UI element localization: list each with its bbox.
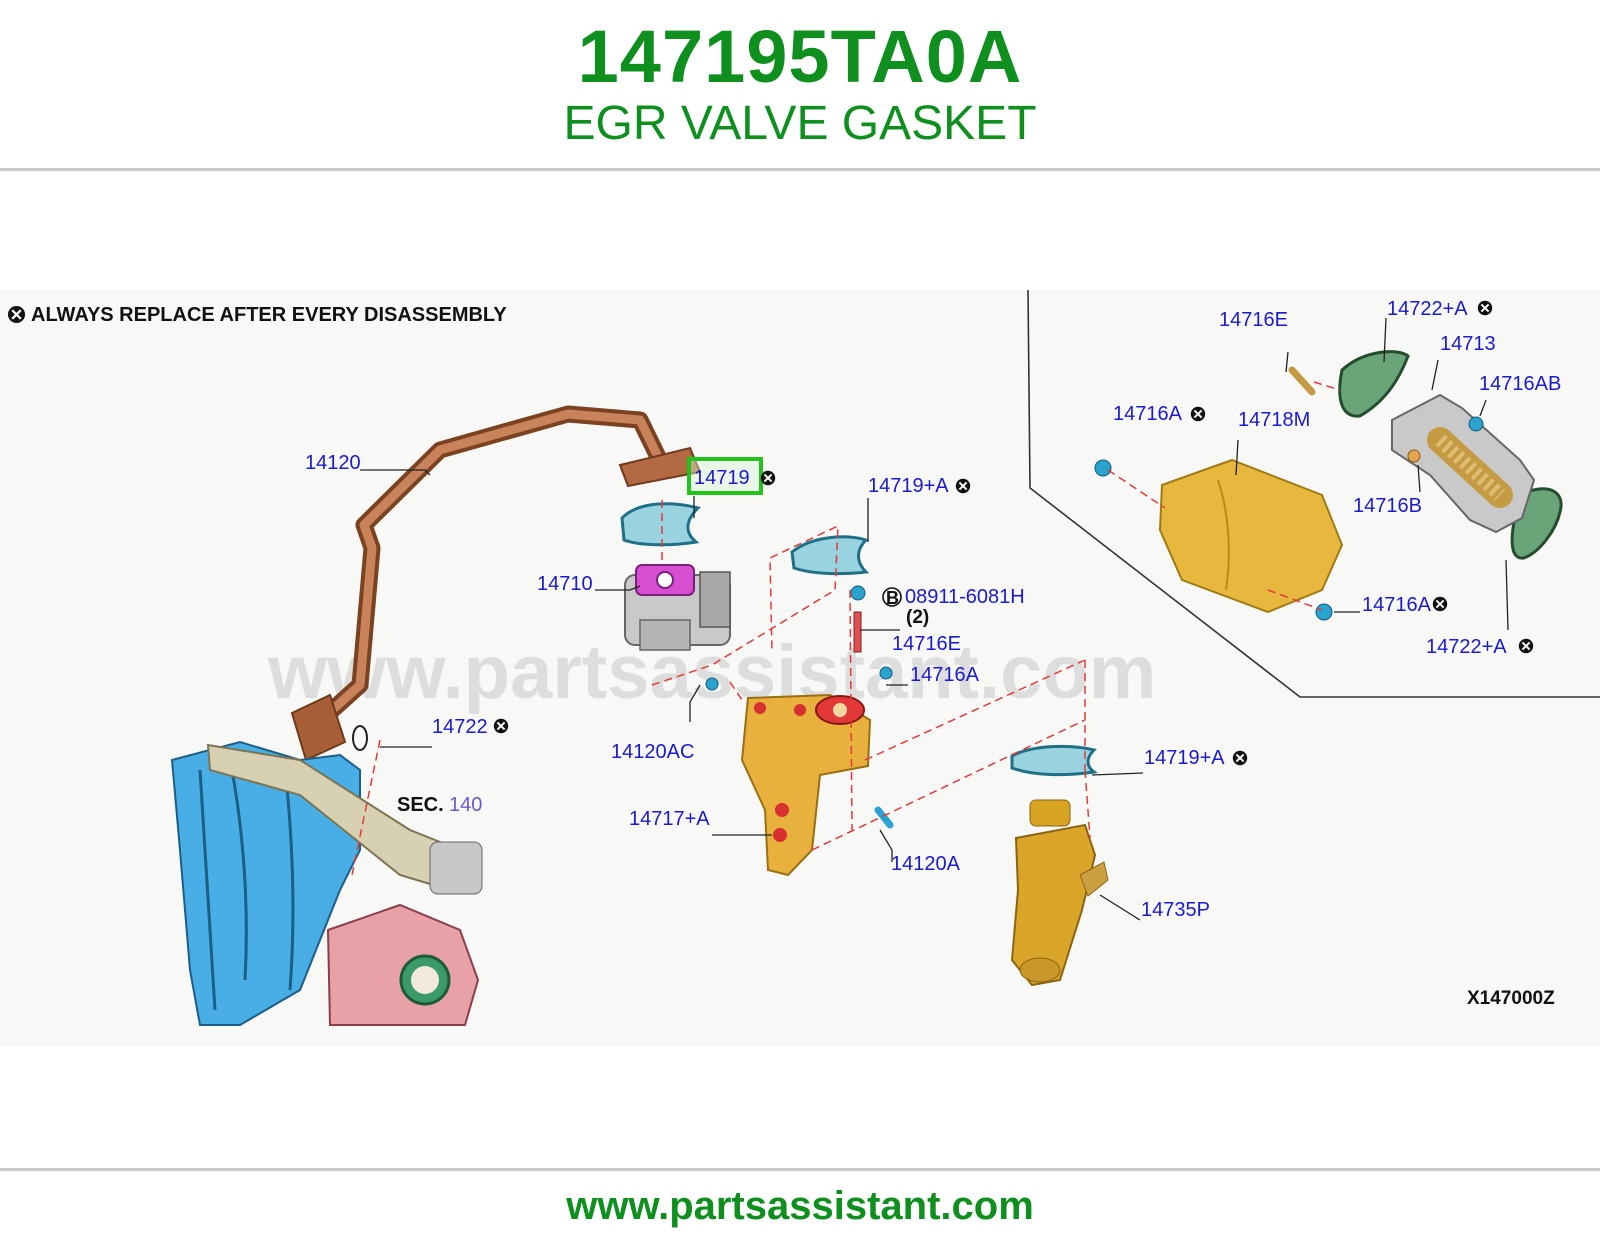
bolt-14120a bbox=[874, 806, 894, 829]
bolt-14120ac bbox=[705, 677, 719, 691]
bolt-symbol-circle bbox=[882, 587, 902, 607]
label-14722a-low[interactable]: 14722+A bbox=[1426, 636, 1507, 658]
label-14716e-mid[interactable]: 14716E bbox=[892, 633, 961, 655]
replace-icon-14716a-right bbox=[1190, 406, 1206, 422]
page-header: 147195TA0A EGR VALVE GASKET bbox=[0, 0, 1600, 170]
label-14722a-top[interactable]: 14722+A bbox=[1387, 298, 1468, 320]
section-number-link[interactable]: 140 bbox=[449, 794, 482, 816]
replace-symbol-icon bbox=[7, 305, 26, 324]
label-08911-6081h[interactable]: 08911-6081H bbox=[905, 586, 1025, 608]
diagram-canvas: ALWAYS REPLACE AFTER EVERY DISASSEMBLY w… bbox=[0, 289, 1600, 1046]
part-number-title: 147195TA0A bbox=[577, 15, 1023, 98]
egr-valve-14710 bbox=[624, 564, 731, 651]
egr-pipe-14713 bbox=[1391, 393, 1536, 534]
label-14716a-mid[interactable]: 14716A bbox=[910, 664, 980, 686]
bolt-14716a-low bbox=[1315, 603, 1333, 621]
replace-icon-14722-left bbox=[493, 718, 509, 734]
gasket-14719a-low bbox=[1010, 744, 1098, 777]
label-14716a-right[interactable]: 14716A bbox=[1113, 403, 1183, 425]
replace-icon-14722a-low bbox=[1518, 638, 1534, 654]
label-14735p[interactable]: 14735P bbox=[1141, 899, 1210, 921]
label-14716e-right[interactable]: 14716E bbox=[1219, 309, 1288, 331]
heat-shield-14718m bbox=[1158, 458, 1344, 614]
bracket-14717a bbox=[740, 693, 872, 877]
label-14718m[interactable]: 14718M bbox=[1238, 409, 1310, 431]
bolt-quantity: (2) bbox=[906, 607, 929, 628]
label-14719a-top[interactable]: 14719+A bbox=[868, 475, 949, 497]
gasket-14722a-top bbox=[1338, 350, 1410, 418]
label-14120a[interactable]: 14120A bbox=[891, 853, 961, 875]
o-ring-14722 bbox=[352, 725, 368, 751]
bolt-symbol-letter: B bbox=[886, 588, 899, 608]
bolt-14716a-mid bbox=[879, 666, 893, 680]
egr-tube-14120 bbox=[290, 405, 702, 762]
label-14719[interactable]: 14719 bbox=[694, 467, 750, 489]
footer-divider bbox=[0, 1168, 1600, 1171]
replace-icon-14719a-top bbox=[955, 478, 971, 494]
footer-website-link[interactable]: www.partsassistant.com bbox=[566, 1184, 1034, 1228]
label-14722-left[interactable]: 14722 bbox=[432, 716, 488, 738]
bolt-14716ab bbox=[1468, 416, 1484, 432]
section-prefix: SEC. bbox=[397, 794, 444, 816]
gasket-14719a-top bbox=[790, 535, 870, 576]
label-14716a-low[interactable]: 14716A bbox=[1362, 594, 1432, 616]
stud-14716e-mid bbox=[853, 611, 862, 653]
inset-border bbox=[1027, 289, 1600, 698]
nut-14716b bbox=[1407, 449, 1421, 463]
replace-icon-14719 bbox=[760, 470, 776, 486]
label-14710[interactable]: 14710 bbox=[537, 573, 593, 595]
highlight-box[interactable] bbox=[687, 457, 763, 495]
label-14716b[interactable]: 14716B bbox=[1353, 495, 1422, 517]
gasket-14719 bbox=[620, 502, 701, 547]
leader-lines bbox=[360, 317, 1509, 921]
intake-manifold bbox=[170, 740, 483, 1026]
figure-code: X147000Z bbox=[1467, 988, 1555, 1009]
replace-icon-14719a-low bbox=[1232, 750, 1248, 766]
label-14716ab[interactable]: 14716AB bbox=[1479, 373, 1561, 395]
header-divider bbox=[0, 168, 1600, 171]
egr-cooler-14735p bbox=[1010, 799, 1109, 987]
bolt-08911-6081h bbox=[850, 585, 866, 601]
label-14717a[interactable]: 14717+A bbox=[629, 808, 710, 830]
bolt-14716a-right bbox=[1094, 459, 1112, 477]
label-14120ac[interactable]: 14120AC bbox=[611, 741, 694, 763]
replace-note: ALWAYS REPLACE AFTER EVERY DISASSEMBLY bbox=[31, 304, 507, 326]
label-14120[interactable]: 14120 bbox=[305, 452, 361, 474]
part-name-subtitle: EGR VALVE GASKET bbox=[563, 97, 1037, 150]
parts-diagram: ALWAYS REPLACE AFTER EVERY DISASSEMBLY w… bbox=[0, 289, 1600, 1046]
replace-icon-14722a-top bbox=[1477, 300, 1493, 316]
label-14719a-low[interactable]: 14719+A bbox=[1144, 747, 1225, 769]
assembly-lines bbox=[351, 381, 1341, 876]
replace-icon-14716a-low bbox=[1432, 596, 1448, 612]
label-14713[interactable]: 14713 bbox=[1440, 333, 1496, 355]
stud-14716e-right bbox=[1288, 366, 1316, 396]
